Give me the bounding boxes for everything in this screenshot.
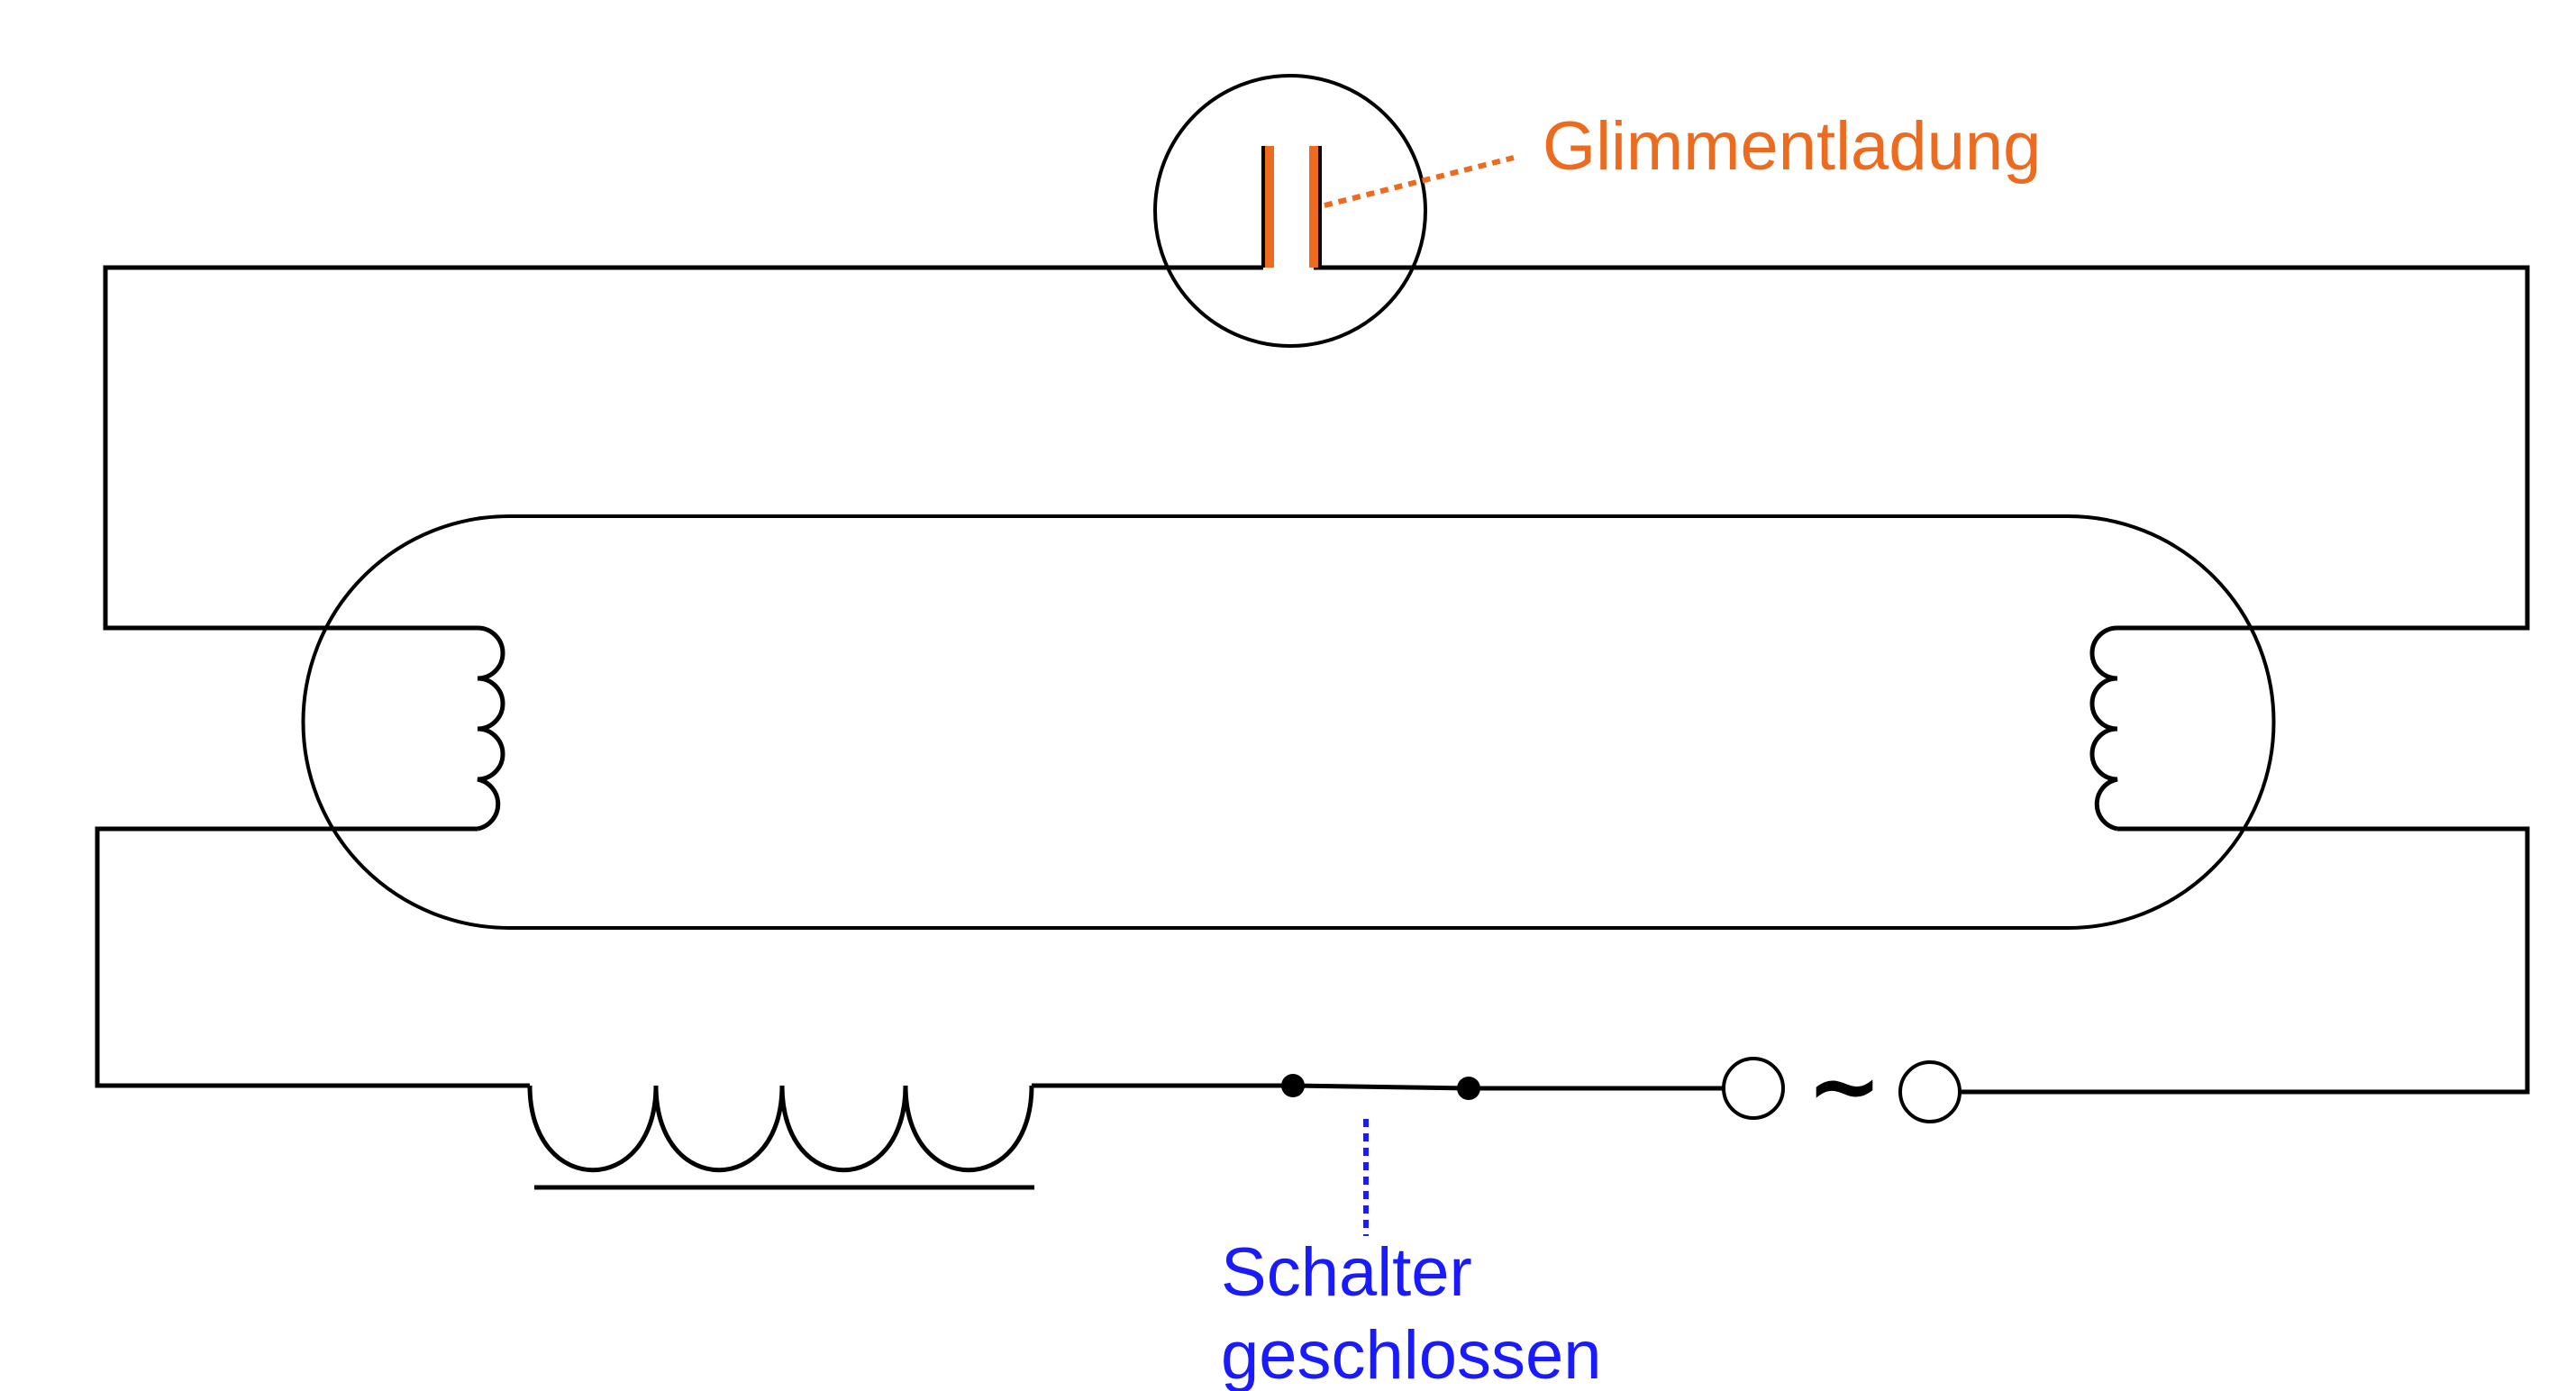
ballast-inductor-icon bbox=[527, 1085, 1034, 1190]
ac-source-icon: ~ bbox=[1722, 1033, 1962, 1139]
fluorescent-tube-icon bbox=[301, 514, 2276, 930]
bottom-wire-left bbox=[95, 826, 530, 1088]
ballast-coils bbox=[527, 1085, 1034, 1173]
starter-bulb bbox=[1153, 74, 1427, 348]
switch-label-line2: geschlossen bbox=[1221, 1317, 1602, 1391]
left-filament-icon bbox=[477, 625, 505, 832]
glow-starter-icon bbox=[1153, 74, 1427, 348]
right-filament-icon bbox=[2089, 625, 2118, 832]
ac-source-symbol: ~ bbox=[1807, 1033, 1882, 1139]
ac-terminal-right bbox=[1898, 1060, 1962, 1123]
ac-terminal-left bbox=[1722, 1057, 1785, 1120]
glow-discharge-pointer bbox=[1324, 155, 1515, 208]
glow-discharge-label: Glimmentladung bbox=[1543, 108, 2041, 185]
switch-contact-left bbox=[1281, 1074, 1305, 1097]
bottom-wire-right bbox=[1960, 826, 2530, 1095]
switch-label-line1: Schalter bbox=[1221, 1234, 1472, 1311]
top-wire bbox=[103, 265, 2530, 631]
switch-contact-right bbox=[1457, 1077, 1480, 1100]
bottom-wire-switch bbox=[1032, 1083, 1724, 1091]
